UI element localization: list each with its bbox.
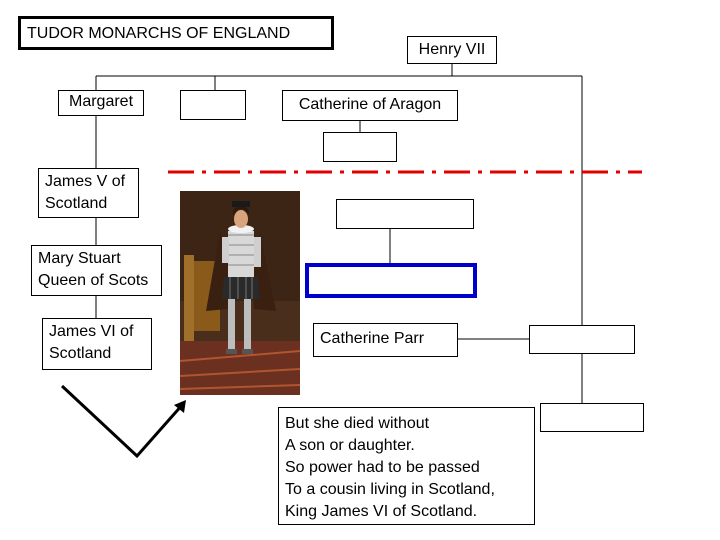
empty-box-5 [540,403,644,432]
empty-box-3 [336,199,474,229]
catherine-of-aragon-label: Catherine of Aragon [298,96,442,113]
james-vi-box: James VI of Scotland [42,318,152,370]
empty-box-1 [180,90,246,120]
empty-box-4 [529,325,635,354]
henry-vii-box: Henry VII [407,36,497,64]
margaret-label: Margaret [68,93,134,110]
arrowhead-icon [174,400,186,413]
v-arrow-icon [60,384,185,459]
page-title: TUDOR MONARCHS OF ENGLAND [18,16,334,50]
explanatory-note: But she died without A son or daughter. … [278,407,535,525]
portrait-image [180,191,300,395]
mary-stuart-box: Mary Stuart Queen of Scots [31,245,162,296]
james-v-box: James V of Scotland [38,168,139,218]
catherine-of-aragon-box: Catherine of Aragon [282,90,458,121]
highlighted-empty-box [305,263,477,298]
henry-vii-label: Henry VII [418,41,486,58]
margaret-box: Margaret [58,90,144,116]
catherine-parr-label: Catherine Parr [320,330,425,347]
portrait-of-king-james-vi-icon [180,191,300,395]
catherine-parr-box: Catherine Parr [313,323,458,357]
empty-box-2 [323,132,397,162]
